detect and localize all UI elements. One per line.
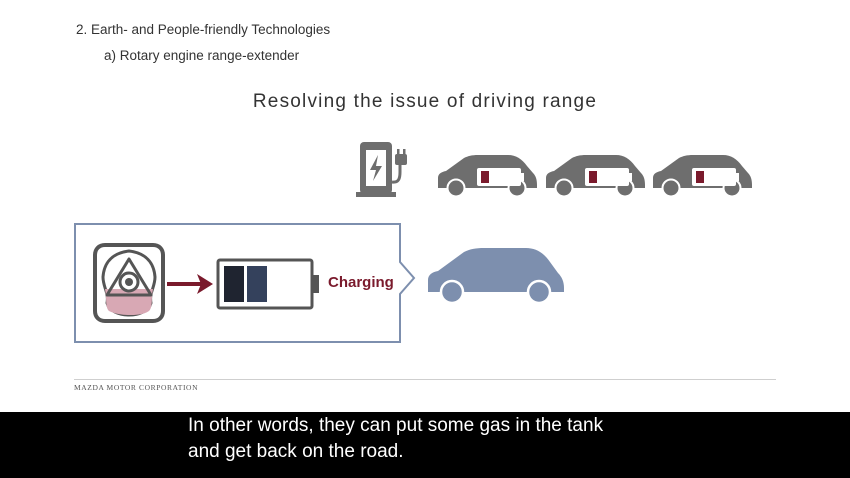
- subtitle-line: In other words, they can put some gas in…: [188, 415, 604, 436]
- slide: 2. Earth- and People-friendly Technologi…: [74, 22, 776, 392]
- arrow-right-icon: [167, 274, 213, 294]
- car-icon: [653, 155, 752, 198]
- slide-title: Resolving the issue of driving range: [252, 91, 598, 112]
- subtitle-bar: In other words, they can put some gas in…: [0, 412, 850, 478]
- charging-station-icon: [356, 142, 407, 197]
- battery-icon: [216, 258, 319, 310]
- rotary-engine-icon: [93, 243, 165, 323]
- car-icon: [428, 248, 564, 304]
- subtitle-line: and get back on the road.: [188, 441, 404, 462]
- footer-divider: [74, 379, 776, 380]
- subsection-heading: a) Rotary engine range-extender: [104, 48, 300, 63]
- footer-company: MAZDA MOTOR CORPORATION: [74, 383, 199, 392]
- section-heading: 2. Earth- and People-friendly Technologi…: [76, 22, 331, 37]
- charging-label: Charging: [328, 274, 394, 291]
- car-icon: [546, 155, 645, 198]
- car-icon: [438, 155, 537, 198]
